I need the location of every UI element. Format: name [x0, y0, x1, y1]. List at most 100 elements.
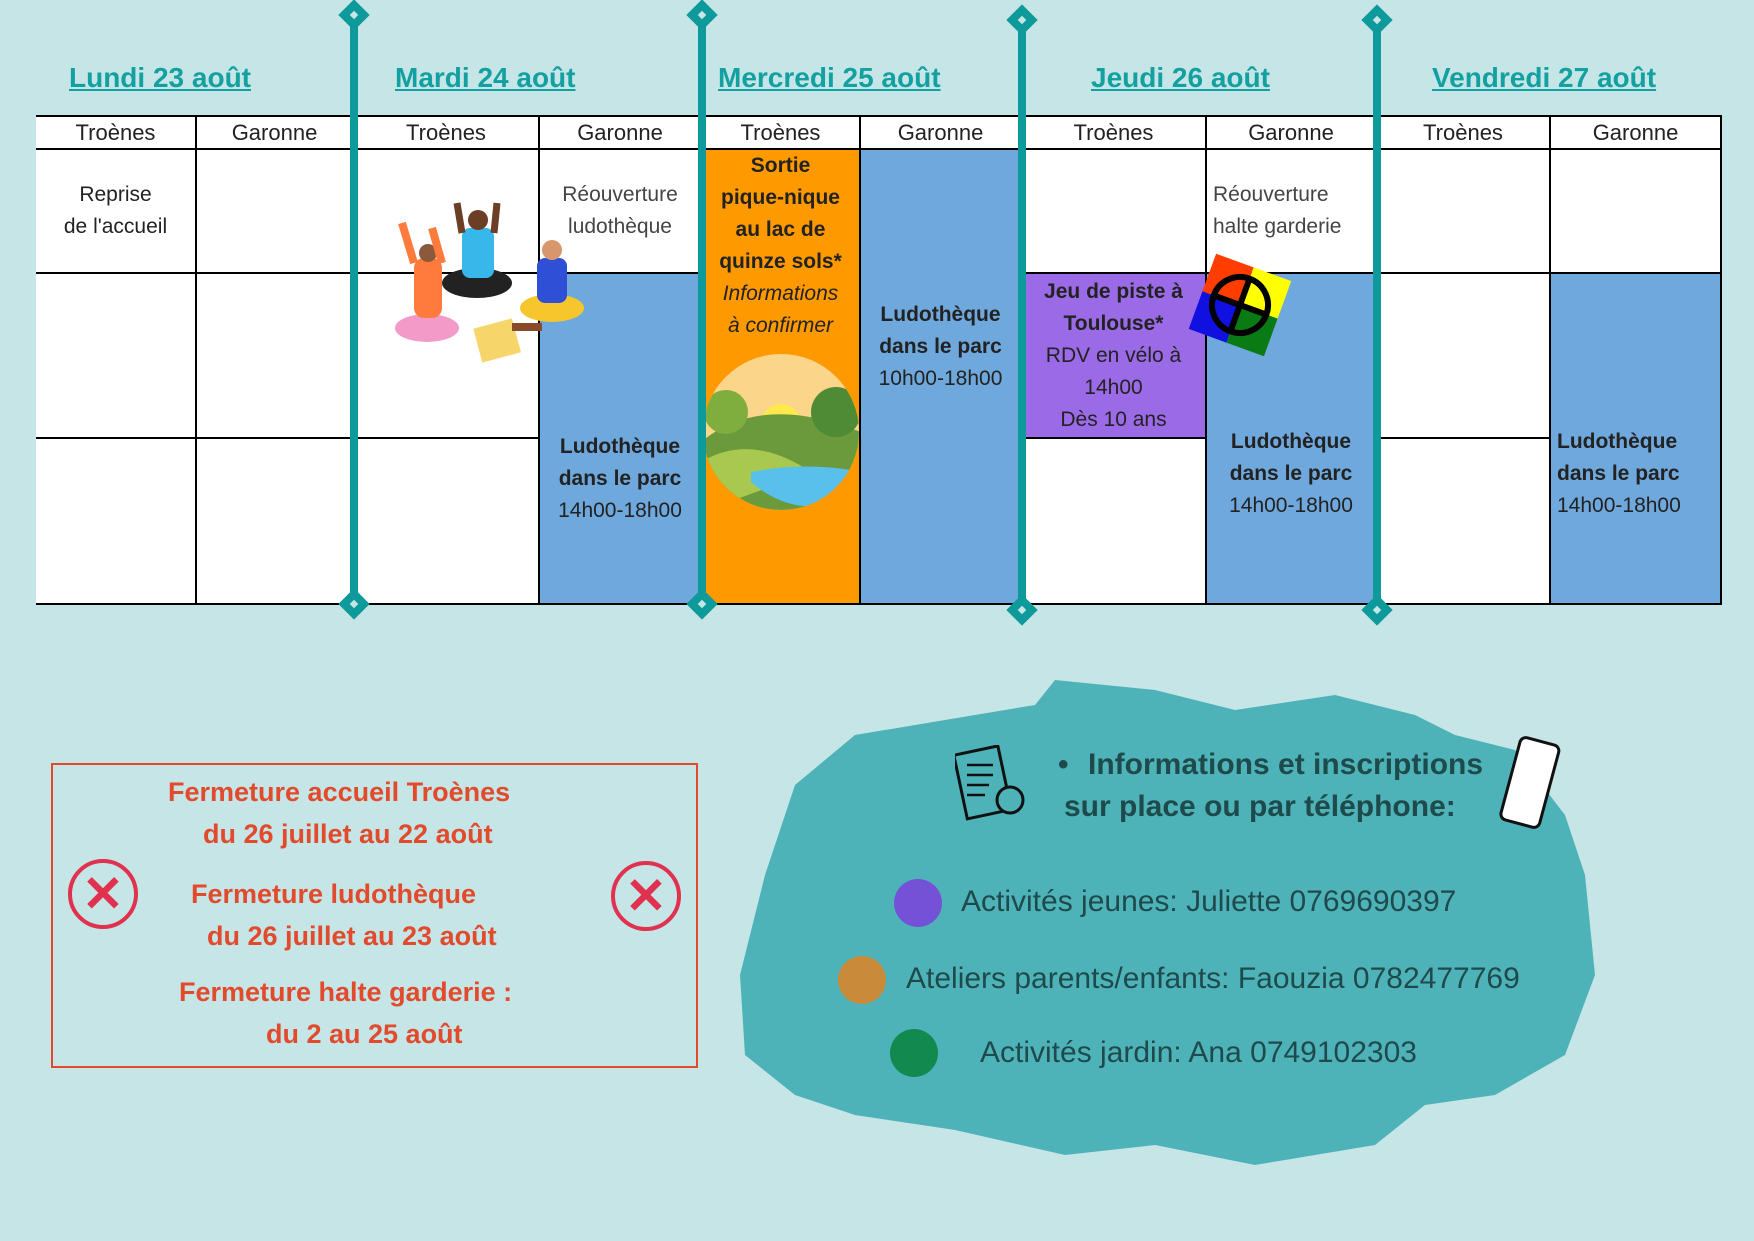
cell-text: 14h00-18h00: [558, 498, 682, 522]
cell-text: Informations: [722, 282, 839, 305]
cell-text: Toulouse*: [1063, 311, 1164, 335]
cell-empty: [1022, 150, 1207, 274]
timeline-divider: [698, 16, 706, 606]
cell-text: Réouverture: [562, 183, 678, 206]
header-troenes: Troènes: [36, 117, 197, 150]
cell-text: ludothèque: [568, 215, 672, 238]
cell-empty: [354, 439, 540, 605]
contact-jeunes: Activités jeunes: Juliette 0769690397: [961, 885, 1457, 918]
paint-blob-background: [740, 680, 1595, 1165]
cell-mardi-garonne: Réouverture ludothèque: [540, 150, 702, 274]
closure-text: du 2 au 25 août: [266, 1019, 463, 1049]
cell-text: dans le parc: [1229, 461, 1353, 485]
header-troenes: Troènes: [354, 117, 540, 150]
cell-mercredi-troenes: Sortie pique-nique au lac de quinze sols…: [702, 150, 861, 605]
cell-text: dans le parc: [558, 466, 682, 490]
closure-text: Fermeture accueil Troènes: [168, 777, 511, 807]
diamond-marker-icon: [1361, 4, 1393, 36]
cell-text: Ludothèque: [880, 302, 1001, 326]
cell-text: Reprise: [79, 183, 152, 206]
cell-empty: [197, 150, 354, 274]
cell-empty: [1551, 150, 1722, 274]
header-garonne: Garonne: [197, 117, 354, 150]
header-garonne: Garonne: [861, 117, 1022, 150]
timeline-divider: [350, 16, 358, 606]
cell-vendredi-garonne-park: Ludothèque dans le parc 14h00-18h00: [1551, 274, 1722, 605]
cell-text: 14h00: [1084, 375, 1143, 399]
cell-mardi-garonne-park: Ludothèque dans le parc 14h00-18h00: [540, 274, 702, 605]
cell-text: de l'accueil: [63, 215, 168, 238]
day-title-mardi: Mardi 24 août: [395, 62, 576, 93]
cell-empty: [197, 274, 354, 439]
day-title-vendredi: Vendredi 27 août: [1432, 62, 1657, 93]
closure-text: du 26 juillet au 22 août: [203, 819, 493, 849]
cell-jeudi-garonne-park: Ludothèque dans le parc 14h00-18h00: [1207, 274, 1377, 605]
header-garonne: Garonne: [1207, 117, 1377, 150]
contact-jardin: Activités jardin: Ana 0749102303: [980, 1036, 1417, 1069]
cell-empty: [36, 274, 197, 439]
contact-parents: Ateliers parents/enfants: Faouzia 078247…: [906, 962, 1520, 995]
closure-text: du 26 juillet au 23 août: [207, 921, 497, 951]
diamond-marker-icon: [338, 0, 370, 31]
cell-jeudi-troenes: Jeu de piste à Toulouse* RDV en vélo à 1…: [1022, 274, 1207, 439]
bullet: •: [1058, 748, 1069, 781]
cell-text: Sortie: [750, 154, 811, 177]
cell-text: quinze sols*: [719, 250, 842, 273]
contact-dot-jeunes: [894, 879, 942, 927]
cell-empty: [36, 439, 197, 605]
diamond-marker-icon: [686, 0, 718, 31]
closures-notice: Fermeture accueil Troènes du 26 juillet …: [51, 763, 698, 1068]
lake-landscape-icon: [702, 354, 859, 510]
cell-empty: [1377, 274, 1551, 439]
cell-text: dans le parc: [879, 334, 1002, 358]
close-circle-icon: ✕: [68, 859, 138, 929]
cell-text: Réouverture: [1213, 183, 1329, 206]
closure-text: Fermeture halte garderie :: [179, 977, 513, 1007]
people-sitting-illustration: [395, 202, 584, 363]
day-title-mercredi: Mercredi 25 août: [718, 62, 941, 93]
info-title: Informations et inscriptions: [1088, 748, 1484, 781]
cell-mercredi-garonne: Ludothèque dans le parc 10h00-18h00: [861, 150, 1022, 605]
cell-empty: [197, 439, 354, 605]
contact-dot-parents: [838, 956, 886, 1004]
cell-text: Dès 10 ans: [1060, 407, 1167, 431]
cell-empty: [354, 150, 540, 274]
cell-text: 14h00-18h00: [1229, 493, 1353, 517]
day-title-jeudi: Jeudi 26 août: [1091, 62, 1270, 93]
cell-text: RDV en vélo à: [1045, 343, 1182, 367]
day-title-lundi: Lundi 23 août: [69, 62, 251, 93]
header-troenes: Troènes: [702, 117, 861, 150]
diamond-marker-icon: [1006, 4, 1038, 36]
cell-text: Ludothèque: [559, 434, 681, 458]
contact-dot-jardin: [890, 1029, 938, 1077]
timeline-divider: [1018, 20, 1026, 612]
document-pen-icon: [955, 745, 1025, 821]
cell-text: 14h00-18h00: [1557, 493, 1681, 517]
closure-text: Fermeture ludothèque: [191, 879, 477, 909]
cell-text: Jeu de piste à: [1044, 279, 1183, 303]
cell-text: Ludothèque: [1230, 429, 1352, 453]
cell-text: Ludothèque: [1557, 429, 1678, 453]
info-title: sur place ou par téléphone:: [1064, 790, 1456, 823]
header-troenes: Troènes: [1377, 117, 1551, 150]
cell-text: à confirmer: [727, 314, 834, 337]
schedule-table: [36, 115, 1722, 605]
cell-lundi-troenes: Reprise de l'accueil: [36, 150, 197, 274]
cell-empty: [1377, 439, 1551, 605]
cell-empty: [1377, 150, 1551, 274]
cell-text: pique-nique: [721, 186, 840, 209]
header-garonne: Garonne: [1551, 117, 1722, 150]
close-circle-icon: ✕: [611, 861, 681, 931]
cell-jeudi-garonne: Réouverture halte garderie: [1207, 150, 1377, 274]
cell-text: au lac de: [735, 218, 826, 241]
cell-text: halte garderie: [1213, 215, 1342, 238]
header-garonne: Garonne: [540, 117, 702, 150]
timeline-divider: [1373, 20, 1381, 612]
smartphone-icon: [1499, 736, 1561, 829]
cell-text: dans le parc: [1557, 461, 1680, 485]
cell-empty: [354, 274, 540, 439]
cell-empty: [1022, 439, 1207, 605]
header-troenes: Troènes: [1022, 117, 1207, 150]
cell-text: 10h00-18h00: [878, 366, 1003, 390]
geocaching-logo-icon: [1188, 253, 1292, 357]
